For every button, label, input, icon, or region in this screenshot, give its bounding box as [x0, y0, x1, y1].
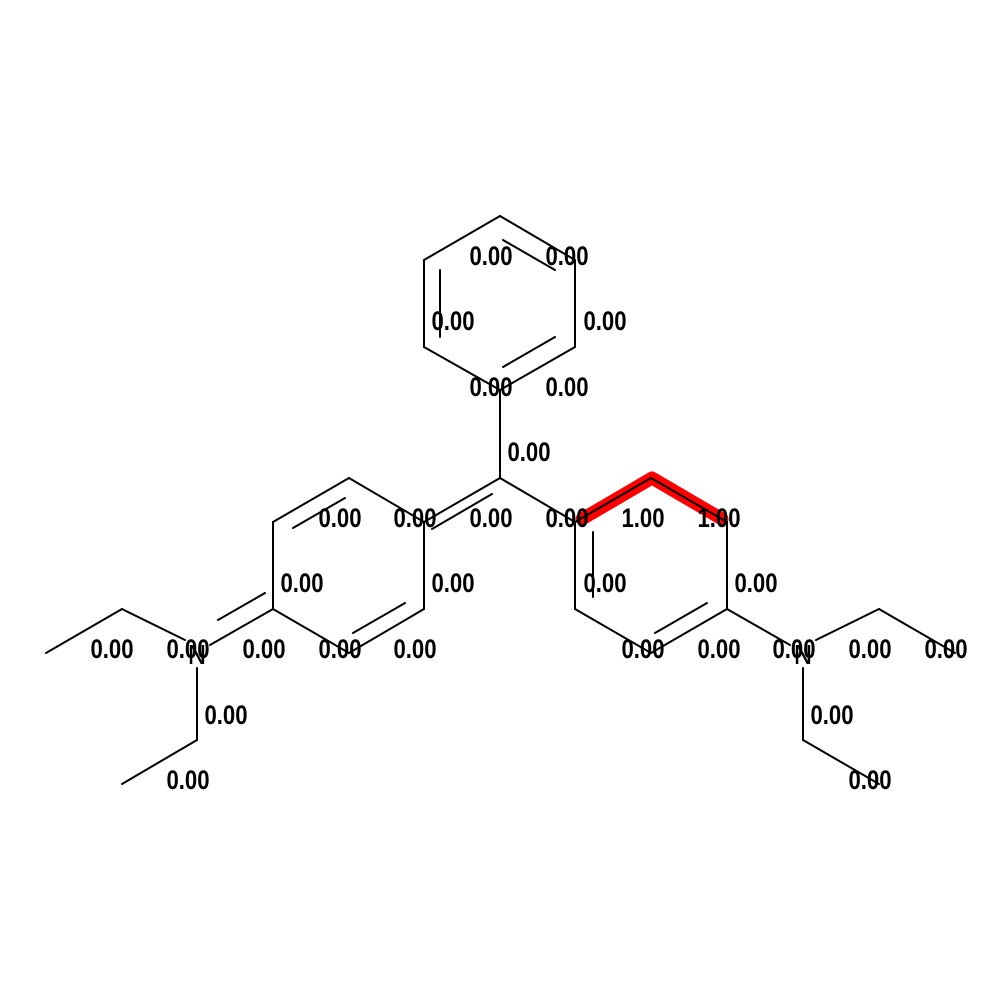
- weight-label: 1.00: [697, 504, 740, 534]
- weight-label: 0.00: [318, 504, 361, 534]
- weight-label: 0.00: [545, 242, 588, 272]
- weight-label: 0.00: [697, 635, 740, 665]
- weight-label: 0.00: [469, 504, 512, 534]
- bond: [499, 215, 576, 261]
- bond: [348, 608, 425, 654]
- weight-label: 0.00: [393, 635, 436, 665]
- weight-label: 0.00: [280, 569, 323, 599]
- bond: [650, 477, 728, 523]
- weight-label: 0.00: [431, 307, 474, 337]
- bond: [502, 336, 556, 368]
- bond: [431, 493, 493, 530]
- weight-label: 0.00: [583, 569, 626, 599]
- weight-label: 0.00: [545, 504, 588, 534]
- weight-labels: 0.00 0.00 0.00 0.00 0.00 0.00 0.00 0.00 …: [90, 242, 967, 796]
- bond: [423, 215, 501, 261]
- weight-label: 0.00: [166, 766, 209, 796]
- weight-label: 0.00: [469, 242, 512, 272]
- weight-label: 0.00: [166, 635, 209, 665]
- bond: [815, 608, 880, 641]
- bond: [348, 477, 425, 523]
- bond: [499, 346, 576, 391]
- weight-label: 0.00: [621, 635, 664, 665]
- weight-label: 0.00: [545, 373, 588, 403]
- bond-skeleton: [45, 215, 956, 785]
- atom-label-n-left: N: [187, 641, 206, 671]
- bond: [499, 477, 576, 523]
- bond: [292, 497, 346, 529]
- weight-label: 0.00: [924, 635, 967, 665]
- weight-label: 0.00: [90, 635, 133, 665]
- weight-label: 0.00: [507, 438, 550, 468]
- bond: [209, 608, 274, 646]
- weight-label: 0.00: [583, 307, 626, 337]
- bond: [802, 739, 880, 785]
- bond: [654, 602, 708, 634]
- bond: [272, 608, 350, 654]
- bond: [121, 739, 198, 785]
- weight-label: 0.00: [204, 701, 247, 731]
- weight-label: 0.00: [848, 766, 891, 796]
- bond: [352, 602, 406, 634]
- bond: [878, 608, 956, 654]
- weight-label: 0.00: [772, 635, 815, 665]
- weight-label: 0.00: [393, 504, 436, 534]
- weight-label: 0.00: [431, 569, 474, 599]
- bond: [423, 346, 501, 391]
- bond: [217, 592, 266, 621]
- weight-label: 0.00: [318, 635, 361, 665]
- bond: [650, 608, 728, 654]
- bond: [574, 477, 652, 523]
- bond: [726, 608, 791, 646]
- weight-label: 0.00: [848, 635, 891, 665]
- bond: [423, 477, 501, 523]
- weight-label: 1.00: [621, 504, 664, 534]
- bond: [272, 477, 350, 523]
- weight-label: 0.00: [734, 569, 777, 599]
- weight-label: 0.00: [469, 373, 512, 403]
- weight-label: 0.00: [810, 701, 853, 731]
- bond: [121, 608, 186, 641]
- weight-label: 0.00: [242, 635, 285, 665]
- atom-labels: N N: [187, 641, 812, 671]
- bond: [502, 239, 556, 271]
- bond: [45, 608, 123, 654]
- bond: [574, 608, 652, 654]
- atom-label-n-right: N: [793, 641, 812, 671]
